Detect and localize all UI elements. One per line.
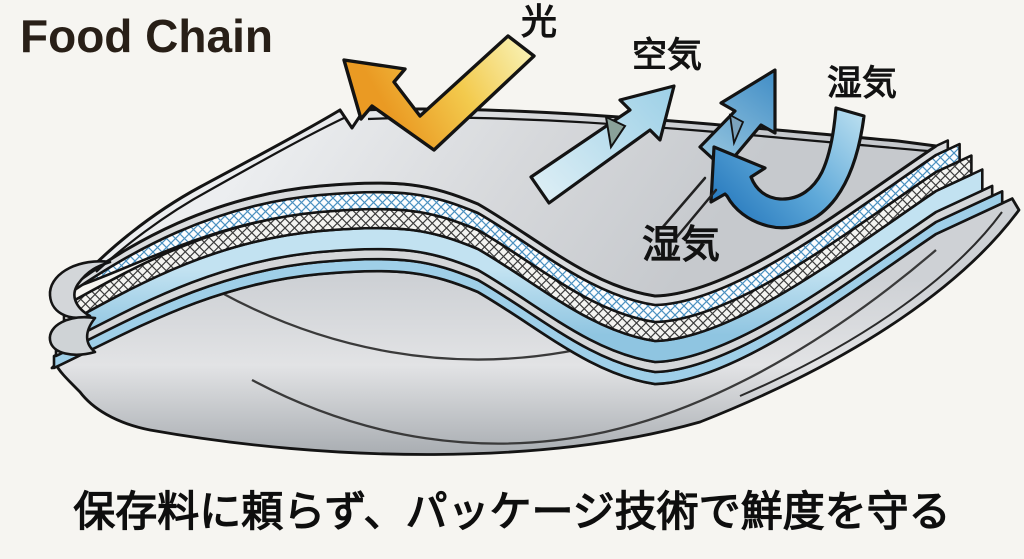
sheet-fold-line [251, 249, 937, 445]
label-moisture-surface: 湿気 [642, 224, 721, 267]
air-escape-arrow [529, 84, 676, 205]
caption: 保存料に頼らず、パッケージ技術で鮮度を守る [73, 488, 951, 535]
label-light: 光 [521, 1, 558, 42]
light-reflection-arrow [342, 34, 536, 152]
sheet-edge-line [739, 211, 1003, 397]
moisture-arrow-fold [728, 113, 745, 147]
moisture-return-arrow [709, 106, 866, 230]
air-arrow-fold [604, 115, 627, 150]
left-tip-curl-lower [48, 315, 97, 356]
motion-lines [660, 176, 718, 240]
label-moisture-top: 湿気 [827, 64, 898, 103]
left-edge-crease [95, 116, 347, 273]
page-title: Food Chain [20, 10, 273, 62]
label-air: 空気 [632, 36, 703, 75]
